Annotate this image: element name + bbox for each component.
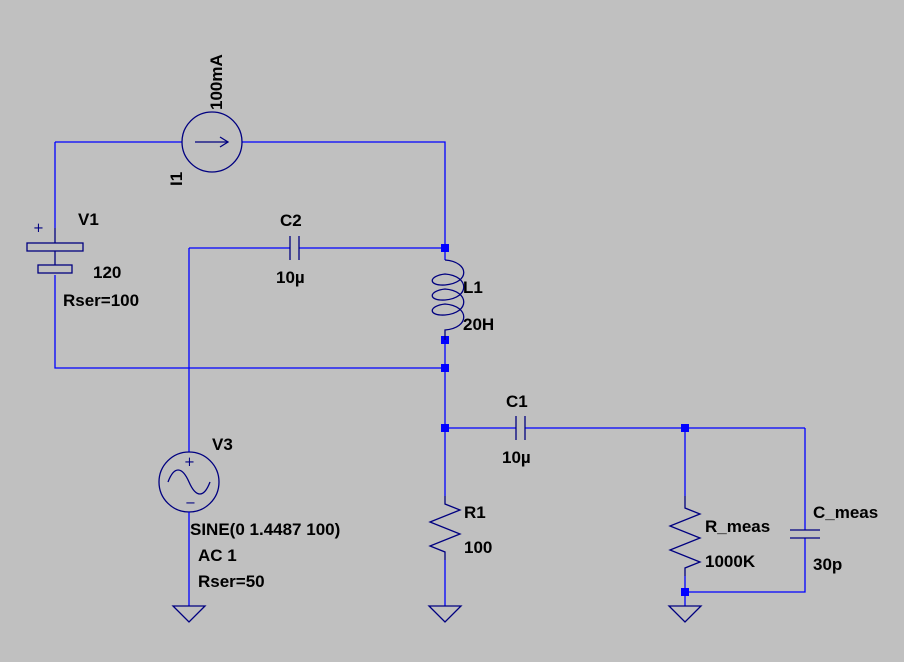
ground-icon [427,605,463,623]
resistor-zigzag-icon [428,496,462,560]
i1-value: 100mA [207,54,226,110]
current-source-circle [181,111,243,173]
l1-name: L1 [463,278,483,297]
junction-node-428 [441,424,449,432]
junction-l1-top [441,244,449,252]
v1-param: Rser=100 [63,291,139,310]
r1-name: R1 [464,503,486,522]
battery-plate-long [26,242,84,252]
current-source-i1[interactable]: 100mA I1 [167,54,243,186]
sine-wave-icon [167,469,211,495]
c-meas-name: C_meas [813,503,878,522]
c2-name: C2 [280,211,302,230]
capacitor-c1[interactable]: C1 10µ [502,392,531,467]
grounds [171,605,703,623]
r1-value: 100 [464,538,492,557]
inductor-coil-icon [431,259,465,340]
v3-param: Rser=50 [198,572,265,591]
ground-icon [171,605,207,623]
junction-node-368 [441,364,449,372]
voltage-source-v3[interactable]: + − V3 SINE(0 1.4487 100) AC 1 Rser=50 [158,435,340,606]
r-meas-name: R_meas [705,517,770,536]
junction-rmeas-bottom [681,588,689,596]
r-meas-value: 1000K [705,552,756,571]
c2-value: 10µ [276,268,305,287]
resistor-r1[interactable]: R1 100 [428,496,492,606]
resistor-zigzag-icon [668,496,702,576]
c-meas-value: 30p [813,555,842,574]
voltage-source-v1[interactable]: + V1 120 Rser=100 [26,210,139,310]
wire-cmeas-bottom[interactable] [685,538,806,593]
wire-top-right[interactable] [242,141,446,247]
capacitor-c-meas[interactable]: C_meas 30p [790,503,878,574]
junction-rmeas-top [681,424,689,432]
v3-value: SINE(0 1.4487 100) [190,520,340,539]
inductor-l1[interactable]: L1 20H [431,259,494,340]
wires [54,141,806,606]
c1-value: 10µ [502,448,531,467]
capacitor-c2[interactable]: C2 10µ [276,211,305,287]
resistor-r-meas[interactable]: R_meas 1000K [668,496,770,576]
battery-plus-icon: + [33,221,44,236]
v1-name: V1 [78,210,99,229]
v3-plus-icon: + [184,455,195,470]
current-arrowhead-icon [219,136,230,148]
battery-plate-short [37,264,73,274]
l1-value: 20H [463,315,494,334]
v3-ac: AC 1 [198,546,237,565]
v3-name: V3 [212,435,233,454]
v3-minus-icon: − [185,496,196,511]
ground-icon [667,605,703,623]
v1-value: 120 [93,263,121,282]
c1-name: C1 [506,392,528,411]
wire-v1-bottom[interactable] [54,275,445,369]
i1-name: I1 [167,172,186,186]
